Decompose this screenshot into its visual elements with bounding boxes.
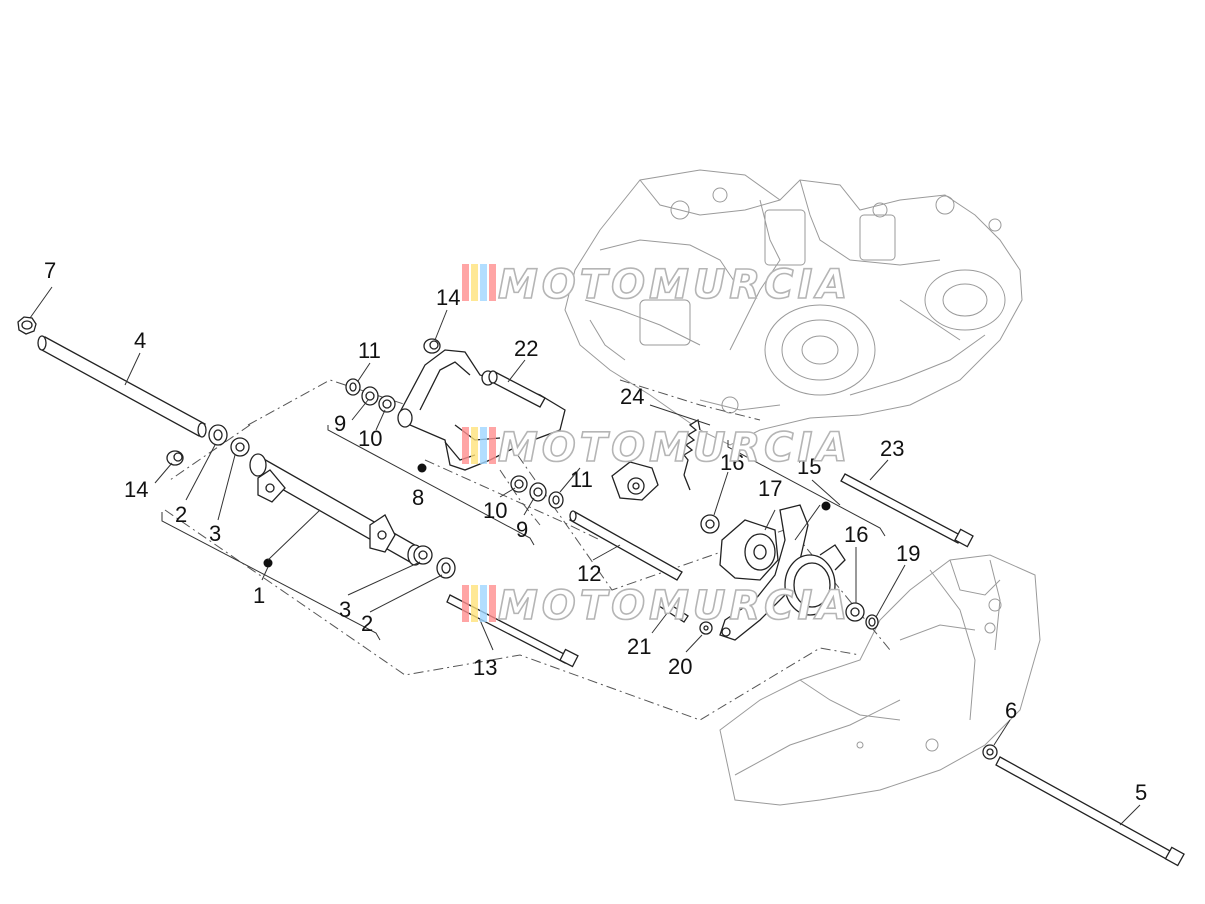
- reference-dot: [263, 558, 273, 568]
- part-pin-22: [488, 370, 546, 408]
- part-bush-16-upper: [700, 514, 720, 534]
- part-bush-upper: [378, 395, 396, 413]
- callout-7: 7: [44, 258, 56, 283]
- watermark-stripe: [480, 427, 487, 464]
- group-brackets: [161, 425, 886, 641]
- callout-20: 20: [668, 654, 692, 679]
- guide-lines: [164, 379, 891, 721]
- callout-21: 21: [627, 634, 651, 659]
- callout-14: 14: [436, 285, 460, 310]
- part-shaft-12: [569, 510, 683, 581]
- watermark: MOTOMURCIA: [462, 582, 851, 630]
- callout-11: 11: [570, 467, 593, 492]
- part-washer-right: [436, 557, 456, 579]
- callout-17: 17: [758, 476, 782, 501]
- watermark-stripe: [489, 585, 496, 622]
- callout-1: 1: [253, 583, 265, 608]
- part-bush-16-lower: [845, 602, 865, 622]
- part-circlip: [865, 614, 879, 630]
- part-shaft-long: [37, 335, 207, 438]
- watermark-text: MOTOMURCIA: [498, 425, 851, 471]
- watermark-text: MOTOMURCIA: [498, 262, 851, 308]
- part-bush-lower: [510, 475, 528, 493]
- callout-3: 3: [209, 521, 221, 546]
- watermark-stripe: [471, 427, 478, 464]
- part-swing-tube: [249, 453, 423, 566]
- callout-16: 16: [720, 450, 744, 475]
- watermark-stripe: [462, 427, 469, 464]
- callout-2: 2: [175, 502, 187, 527]
- watermark: MOTOMURCIA: [462, 424, 851, 472]
- callout-9: 9: [334, 411, 346, 436]
- reference-dot: [821, 501, 831, 511]
- part-washer-lower: [548, 491, 564, 509]
- callout-11: 11: [358, 338, 381, 363]
- callout-9: 9: [516, 517, 528, 542]
- watermark-stripe: [489, 264, 496, 301]
- watermark-stripe: [462, 264, 469, 301]
- part-bolt-23: [840, 473, 974, 548]
- part-bracket-15: [719, 504, 846, 641]
- callout-23: 23: [880, 436, 904, 461]
- callout-22: 22: [514, 336, 538, 361]
- part-bushing: [230, 437, 250, 457]
- frame-section-illustration: [719, 554, 1041, 806]
- part-silent-block: [719, 519, 779, 581]
- callout-15: 15: [797, 454, 821, 479]
- part-bush-top: [423, 338, 441, 354]
- watermark-stripe: [471, 264, 478, 301]
- part-bush-small: [166, 450, 184, 466]
- callout-16: 16: [844, 522, 868, 547]
- part-link-arm: [397, 349, 566, 471]
- watermark: MOTOMURCIA: [462, 261, 851, 309]
- watermark-stripe: [489, 427, 496, 464]
- callout-14: 14: [124, 477, 148, 502]
- part-spring: [683, 418, 701, 491]
- callout-5: 5: [1135, 780, 1147, 805]
- callout-12: 12: [577, 561, 601, 586]
- part-bolt-21: [655, 597, 689, 623]
- part-bushing-right: [413, 545, 433, 565]
- engine-illustration: [564, 169, 1023, 446]
- part-nut: [17, 316, 37, 335]
- reference-dots: [263, 463, 831, 568]
- callout-3: 3: [339, 597, 351, 622]
- part-ring-upper: [361, 386, 379, 406]
- callout-4: 4: [134, 328, 146, 353]
- part-washer-6: [982, 744, 998, 760]
- reference-dot: [417, 463, 427, 473]
- watermark-stripe: [471, 585, 478, 622]
- part-rubber-block: [611, 461, 659, 501]
- part-bolt-5: [995, 756, 1185, 867]
- watermark-stripe: [480, 264, 487, 301]
- part-washer-20: [699, 621, 713, 635]
- watermark-stripes: [462, 427, 496, 464]
- part-washer-upper: [345, 378, 361, 396]
- callout-24: 24: [620, 384, 644, 409]
- watermark-stripe: [480, 585, 487, 622]
- callout-10: 10: [483, 498, 507, 523]
- callout-2: 2: [361, 611, 373, 636]
- watermark-stripes: [462, 585, 496, 622]
- callout-19: 19: [896, 541, 920, 566]
- callout-6: 6: [1005, 698, 1017, 723]
- part-washer: [208, 424, 228, 446]
- watermark-stripe: [462, 585, 469, 622]
- callout-labels: 7 4 14 14 11 22 9 10 8 24 16 15 23 2 3 1…: [44, 258, 1147, 805]
- watermark-text: MOTOMURCIA: [498, 583, 851, 629]
- part-ring-lower: [529, 482, 547, 502]
- callout-13: 13: [473, 655, 497, 680]
- callout-10: 10: [358, 426, 382, 451]
- watermark-stripes: [462, 264, 496, 301]
- leader-lines: [29, 286, 1141, 826]
- callout-8: 8: [412, 485, 424, 510]
